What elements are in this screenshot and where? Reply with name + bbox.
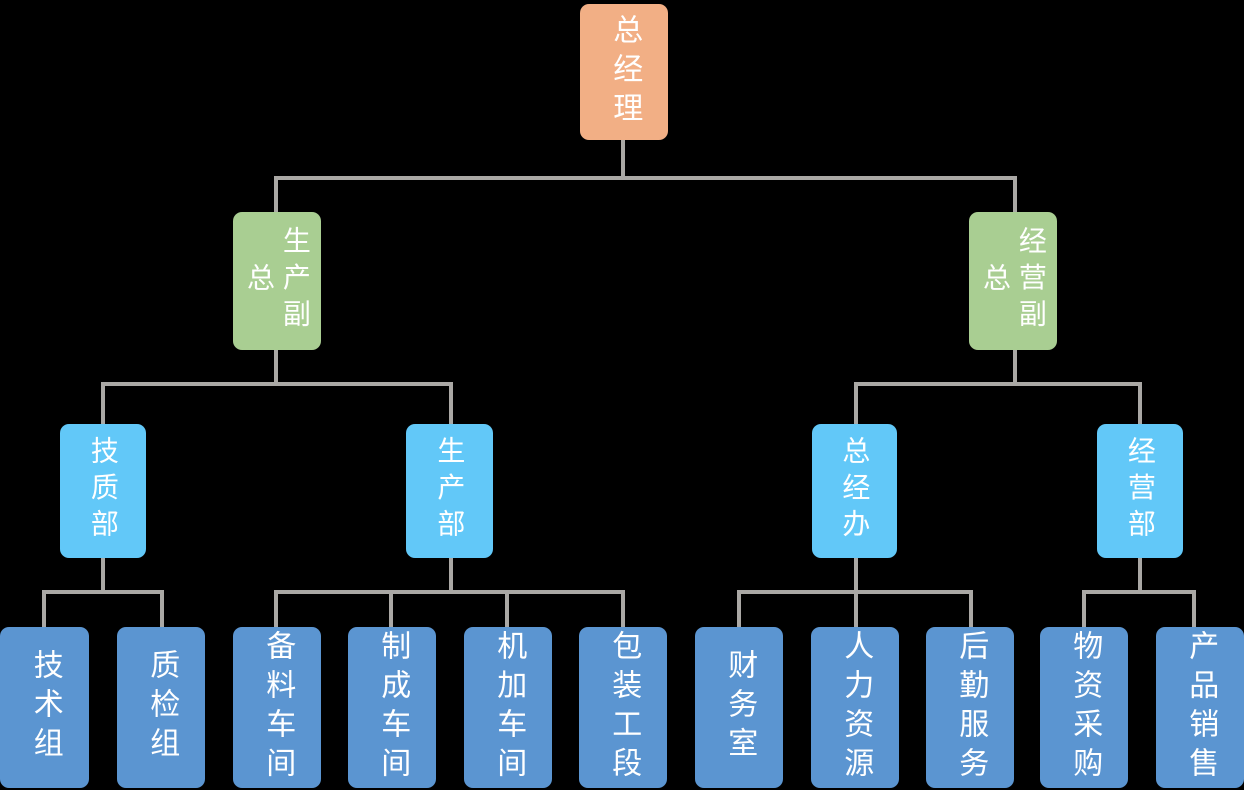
connector-production-to-shop-material [274,590,278,628]
node-label: 生产副总 [243,226,312,336]
node-office-logistics[interactable]: 后勤服务 [926,627,1014,788]
connector-gm-office-trunk [854,558,858,594]
connector-gm-to-vp-production [274,176,278,214]
connector-gm-trunk [621,140,625,178]
node-dept-gm-office[interactable]: 总经办 [812,424,897,558]
node-label: 经营副总 [979,226,1048,336]
node-label: 生产部 [433,436,467,546]
node-label: 备料车间 [260,629,296,786]
node-dept-business[interactable]: 经营部 [1097,424,1183,558]
connector-business-to-sales [1192,590,1196,628]
connector-production-to-shop-machining [505,590,509,628]
connector-tech-quality-bus [42,590,164,594]
node-team-qc[interactable]: 质检组 [117,627,205,788]
node-dept-production[interactable]: 生产部 [406,424,493,558]
node-office-sales[interactable]: 产品销售 [1156,627,1244,788]
connector-vp-production-bus [101,382,453,386]
node-dept-tech-quality[interactable]: 技质部 [60,424,146,558]
connector-vp-business-to-business-dept [1138,382,1142,426]
node-label: 总经理 [607,13,643,131]
connector-tech-quality-trunk [101,558,105,594]
connector-production-dept-bus [274,590,625,594]
connector-gm-office-to-hr [854,590,858,628]
node-label: 技术组 [27,649,63,766]
connector-vp-business-trunk [1013,350,1017,386]
connector-gm-bus [274,176,1017,180]
node-team-tech[interactable]: 技术组 [0,627,89,788]
connector-vp-business-bus [854,382,1142,386]
connector-tech-quality-to-team-qc [160,590,164,628]
node-shop-forming[interactable]: 制成车间 [348,627,436,788]
node-office-hr[interactable]: 人力资源 [811,627,899,788]
node-vp-production[interactable]: 生产副总 [233,212,321,350]
node-office-finance[interactable]: 财务室 [695,627,783,788]
connector-business-dept-trunk [1138,558,1142,594]
node-shop-packaging[interactable]: 包装工段 [579,627,667,788]
node-label: 人力资源 [838,629,874,786]
node-label: 机加车间 [491,629,527,786]
node-label: 总经办 [838,436,872,546]
node-label: 技质部 [86,436,120,546]
connector-vp-production-to-tech-quality [101,382,105,426]
connector-business-to-procurement [1082,590,1086,628]
node-label: 财务室 [722,649,758,766]
node-label: 后勤服务 [953,629,989,786]
connector-vp-production-to-production-dept [449,382,453,426]
connector-vp-business-to-gm-office [854,382,858,426]
connector-gm-office-to-finance [737,590,741,628]
connector-production-to-shop-packaging [621,590,625,628]
node-label: 产品销售 [1183,629,1219,786]
node-label: 包装工段 [606,629,642,786]
connector-production-to-shop-forming [389,590,393,628]
node-shop-material[interactable]: 备料车间 [233,627,321,788]
connector-vp-production-trunk [274,350,278,386]
connector-production-dept-trunk [449,558,453,594]
node-label: 物资采购 [1067,629,1103,786]
node-general-manager[interactable]: 总经理 [580,4,668,140]
node-label: 经营部 [1123,436,1157,546]
connector-business-dept-bus [1082,590,1196,594]
connector-gm-office-to-logistics [969,590,973,628]
node-label: 制成车间 [375,629,411,786]
connector-gm-to-vp-business [1013,176,1017,214]
node-label: 质检组 [144,649,180,766]
node-vp-business[interactable]: 经营副总 [969,212,1057,350]
connector-tech-quality-to-team-tech [42,590,46,628]
node-office-procurement[interactable]: 物资采购 [1040,627,1128,788]
node-shop-machining[interactable]: 机加车间 [464,627,552,788]
